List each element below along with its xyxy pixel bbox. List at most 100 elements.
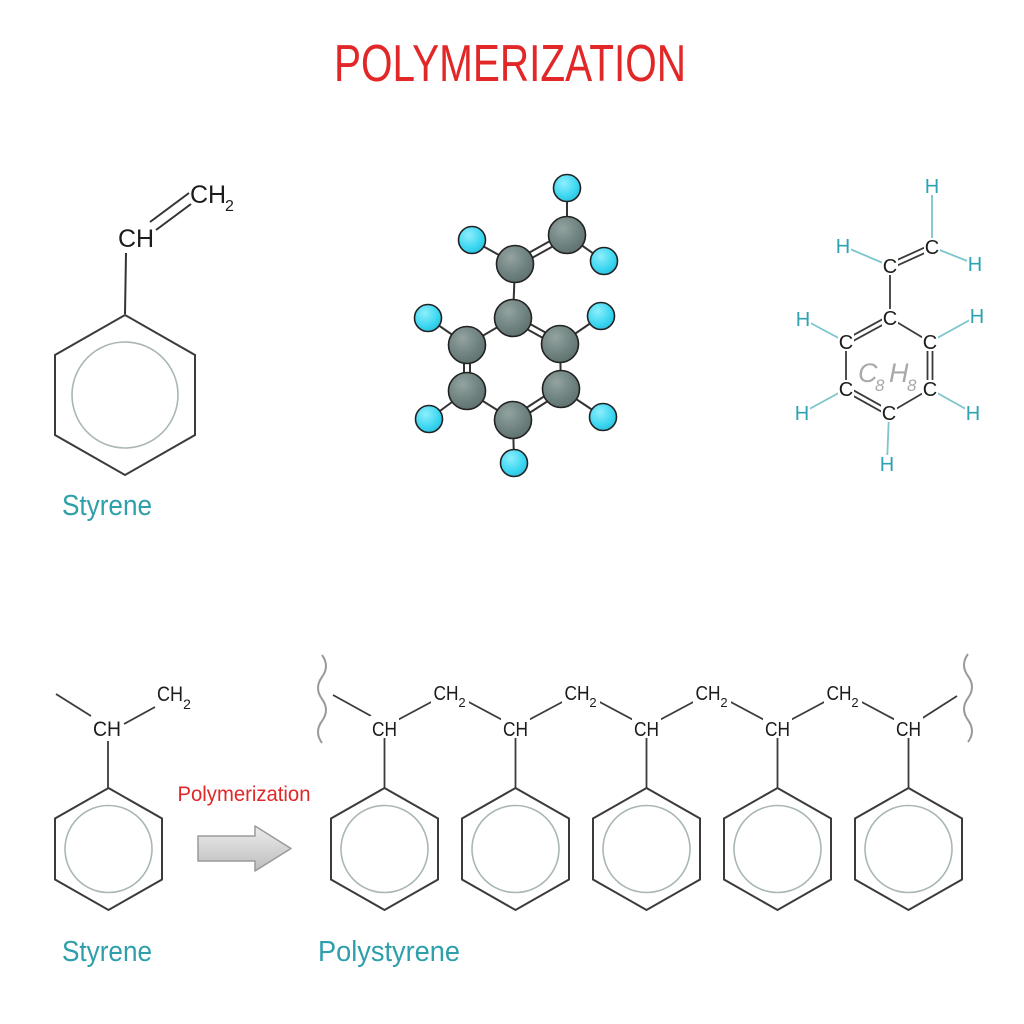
c8h8-formula: C 8 H 8 (858, 358, 917, 395)
ch2-subscript: 2 (183, 696, 191, 712)
c-label: C (839, 332, 853, 354)
carbon-atom (493, 298, 533, 338)
carbon-atom (447, 371, 487, 411)
styrene-caption: Styrene (62, 490, 152, 522)
ch2-subscript: 2 (458, 695, 465, 710)
ch2-subscript: 2 (225, 198, 234, 215)
ch-label: CH (634, 719, 659, 741)
ch2-subscript: 2 (589, 695, 596, 710)
h-label: H (925, 176, 939, 198)
carbon-atoms (447, 215, 587, 440)
vinyl-double-bond (149, 192, 192, 231)
backbone-labels: CH CH CH CH CH CH 2 CH 2 CH 2 CH 2 (372, 683, 921, 741)
atom-labels: H C H C H C C C H H C C H H C H (795, 176, 984, 476)
ch2-label: CH (157, 683, 183, 706)
open-valence-bond (55, 693, 92, 717)
benzene-ring-circle (71, 341, 179, 449)
benzene-ring (723, 786, 832, 912)
c-label: C (923, 379, 937, 401)
pendant-phenyl-rings (330, 786, 963, 912)
carbon-atom (493, 400, 533, 440)
chain-continuation-squiggle-left (317, 654, 327, 744)
carbon-atom (541, 369, 581, 409)
reaction-arrow-group: Polymerization (178, 783, 311, 872)
h-label: H (966, 403, 980, 425)
formula-c-sub: 8 (875, 376, 885, 395)
atom-label-backgrounds (794, 177, 985, 473)
ch-label: CH (93, 718, 121, 741)
ch-label: CH (118, 225, 154, 253)
h-label: H (796, 309, 810, 331)
benzene-ring-hexagon (54, 313, 196, 477)
formula-h: H (889, 358, 909, 388)
ch2-subscript: 2 (720, 695, 727, 710)
chain-continuation-squiggle-right (963, 653, 973, 743)
benzene-ring-circle (733, 804, 822, 894)
ch2-label: CH (190, 181, 226, 209)
c-label: C (923, 332, 937, 354)
hydrogen-atom (589, 246, 619, 276)
hydrogen-atom (413, 303, 443, 333)
bond (124, 252, 127, 315)
ch2-label: CH (696, 683, 721, 705)
benzene-ring-circle (864, 804, 953, 894)
ch2-label: CH (827, 683, 852, 705)
bond (149, 192, 190, 223)
page-title: POLYMERIZATION (334, 35, 686, 93)
hydrogen-atom (457, 225, 487, 255)
carbon-atom (447, 325, 487, 365)
benzene-ring-hexagon (592, 786, 701, 912)
ball-and-stick-model (413, 173, 619, 478)
h-label: H (836, 236, 850, 258)
reaction-arrow (197, 825, 292, 872)
bond (123, 706, 156, 725)
hydrogen-atom (499, 448, 529, 478)
ch-label: CH (896, 719, 921, 741)
bond (155, 203, 192, 231)
benzene-ring (592, 786, 701, 912)
benzene-ring (461, 786, 570, 912)
polystyrene-caption: Polystyrene (318, 936, 460, 968)
ch-label: CH (765, 719, 790, 741)
c-label: C (839, 379, 853, 401)
h-label: H (880, 454, 894, 476)
ch-label: CH (372, 719, 397, 741)
hydrogen-atom (588, 402, 618, 432)
c-label: C (883, 256, 897, 278)
benzene-ring-hexagon (54, 786, 163, 912)
hydrogen-atom (414, 404, 444, 434)
benzene-ring-circle (340, 804, 429, 894)
structural-formula: H C H C H C C C H H C C H H C H C 8 H 8 (794, 176, 985, 476)
carbon-atom (540, 324, 580, 364)
hydrogen-atoms (413, 173, 619, 478)
benzene-ring-hexagon (854, 786, 963, 912)
benzene-ring-circle (471, 804, 560, 894)
formula-h-sub: 8 (907, 376, 917, 395)
styrene-caption: Styrene (62, 936, 152, 968)
c-label: C (883, 308, 897, 330)
skeletal-styrene: CH CH 2 Styrene (54, 181, 234, 522)
benzene-ring-hexagon (461, 786, 570, 912)
styrene-monomer: CH CH 2 Styrene (54, 683, 191, 968)
ch-label: CH (503, 719, 528, 741)
backbone-label-backgrounds (370, 681, 923, 738)
hydrogen-atom (552, 173, 582, 203)
h-label: H (970, 306, 984, 328)
hydrogen-atom (586, 301, 616, 331)
polystyrene-chain: CH CH CH CH CH CH 2 CH 2 CH 2 CH 2 (317, 653, 973, 968)
ch2-label: CH (434, 683, 459, 705)
benzene-ring-circle (64, 804, 153, 894)
ch2-label: CH (565, 683, 590, 705)
benzene-ring-hexagon (330, 786, 439, 912)
c-label: C (882, 403, 896, 425)
carbon-atom (495, 244, 535, 284)
bond (332, 694, 372, 717)
benzene-ring (854, 786, 963, 912)
h-label: H (968, 254, 982, 276)
benzene-ring-hexagon (723, 786, 832, 912)
formula-c: C (858, 358, 878, 388)
h-label: H (795, 403, 809, 425)
benzene-ring-circle (602, 804, 691, 894)
